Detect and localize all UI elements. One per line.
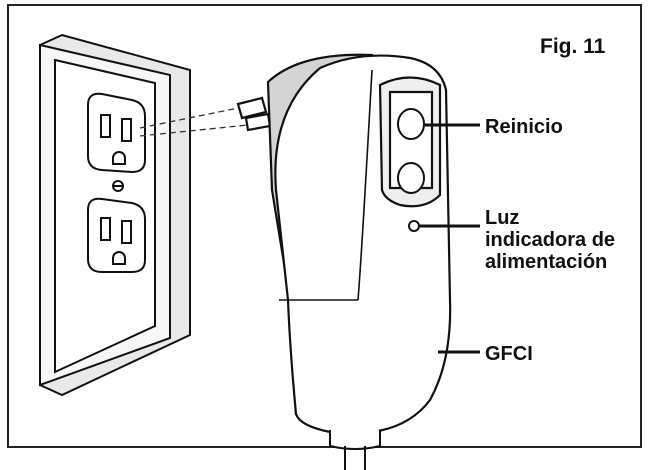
insertion-guide-lines [139,105,259,137]
power-light-label-line3: alimentación [485,251,608,273]
figure-frame [7,4,642,448]
figure-title: Fig. 11 [540,35,606,58]
label-leaders [420,123,480,354]
reset-label: Reinicio [485,116,563,138]
power-light-label: Luz indicadora de alimentación [485,207,615,273]
power-indicator-light-icon [408,220,420,232]
wall-outlet-icon [39,33,191,397]
power-cord-icon [329,430,381,470]
power-light-label-line1: Luz [485,207,520,229]
reset-button-icon [397,108,425,194]
power-light-label-line2: indicadora de [485,229,616,251]
gfci-label: GFCI [485,343,533,365]
